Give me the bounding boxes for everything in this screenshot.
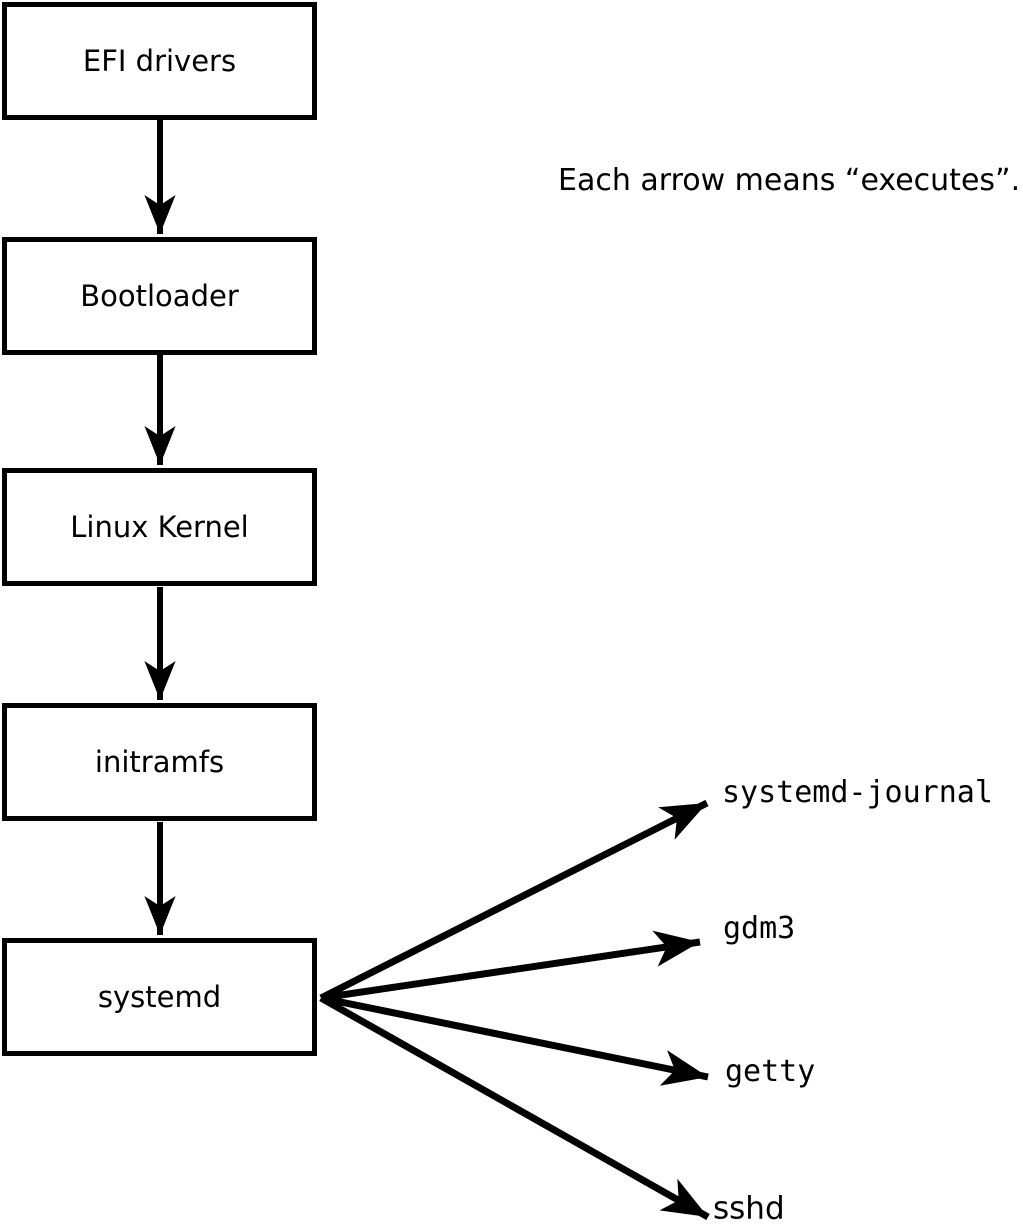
node-systemd: systemd [2, 938, 317, 1056]
arrow-systemd-to-gdm3 [320, 930, 701, 1002]
node-label: Linux Kernel [70, 509, 249, 544]
node-label: Bootloader [80, 278, 239, 313]
node-label: EFI drivers [82, 43, 237, 78]
child-label-gdm3: gdm3 [723, 911, 796, 946]
caption-arrow-meaning: Each arrow means “executes”. [558, 163, 1021, 198]
arrow-systemd-to-getty [320, 994, 709, 1086]
node-initramfs: initramfs [2, 703, 317, 821]
node-label: systemd [97, 979, 222, 1014]
node-linux-kernel: Linux Kernel [2, 468, 317, 586]
arrow-systemd-to-sshd [319, 994, 710, 1221]
child-label-getty: getty [725, 1054, 816, 1089]
child-label-sshd: sshd [713, 1190, 785, 1227]
child-label-systemd-journal: systemd-journal [722, 775, 993, 810]
node-efi-drivers: EFI drivers [2, 2, 317, 120]
node-label: initramfs [94, 744, 225, 779]
node-bootloader: Bootloader [2, 237, 317, 355]
arrow-systemd-to-systemd-journal [319, 799, 709, 1002]
